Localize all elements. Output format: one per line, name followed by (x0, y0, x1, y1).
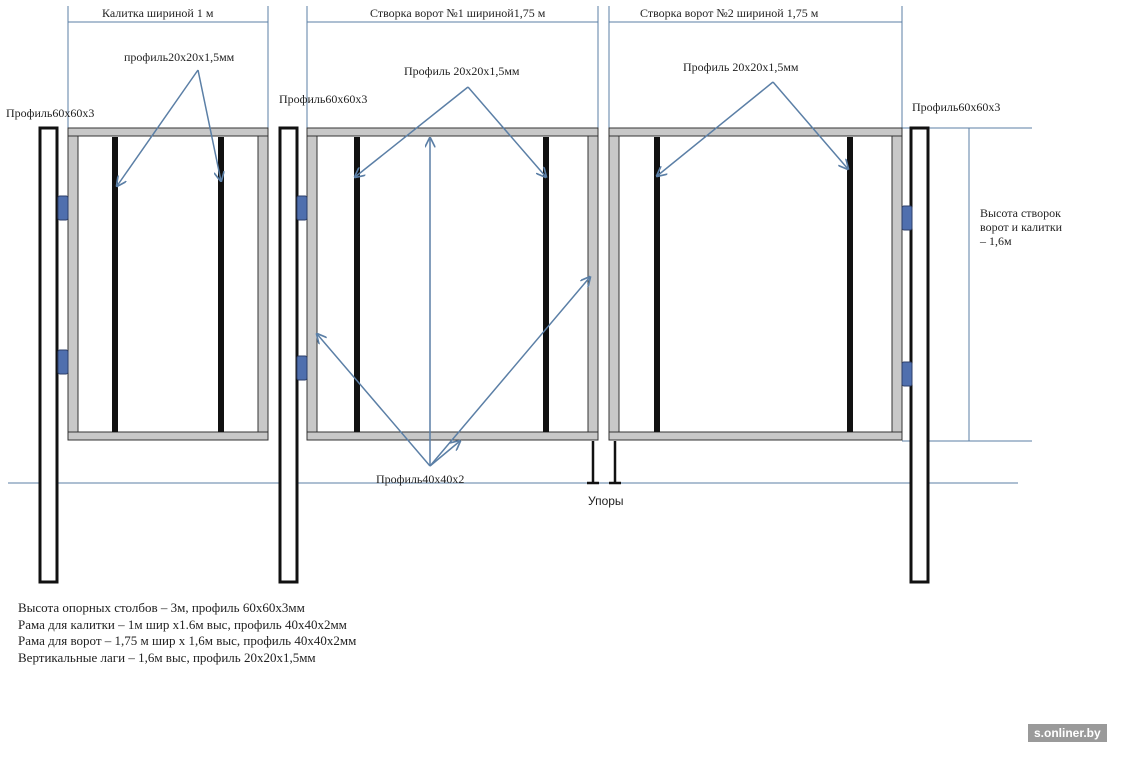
hinge-left-lower (57, 349, 69, 375)
arrows-leaf2-lags (657, 81, 848, 176)
height-label-line3: – 1,6м (979, 234, 1012, 248)
leaf1-lag-profile-label: Профиль 20х20х1,5мм (404, 64, 520, 78)
hinge-left-upper (57, 195, 69, 221)
spec-note: Высота опорных столбов – 3м, профиль 60х… (18, 600, 305, 615)
post-middle (278, 126, 299, 584)
wicket-lag-profile-label: профиль20х20х1,5мм (124, 50, 235, 64)
wicket-frame (67, 127, 269, 441)
hinge-mid-lower (296, 355, 308, 381)
spec-note: Рама для калитки – 1м шир х1.6м выс, про… (18, 616, 347, 632)
post-right (909, 126, 930, 584)
stops-label: Упоры (588, 494, 624, 508)
height-label-line1: Высота створок (980, 206, 1061, 220)
spec-notes: Высота опорных столбов – 3м, профиль 60х… (18, 600, 356, 666)
arrows-frame-profile (317, 138, 590, 467)
post-profile-mid-label: Профиль60х60х3 (279, 92, 367, 106)
hinge-mid-upper (296, 195, 308, 221)
height-label-line2: ворот и калитки (980, 220, 1063, 234)
hinge-right-lower (901, 361, 913, 387)
leaf1-lag-2 (543, 137, 549, 432)
hinges (57, 195, 913, 387)
arrows-wicket-lags (117, 69, 221, 186)
post-profile-right-label: Профиль60х60х3 (912, 100, 1000, 114)
leaf2-frame (608, 127, 903, 441)
spec-note: Рама для ворот – 1,75 м шир х 1,6м выс, … (18, 633, 357, 648)
width-dimensions (67, 6, 903, 128)
leaf1-lag-1 (354, 137, 360, 432)
post-left (38, 126, 59, 584)
hinge-right-upper (901, 205, 913, 231)
wicket-lag-2 (218, 137, 224, 432)
leaf2-lag-2 (847, 137, 853, 432)
leaf2-width-label: Створка ворот №2 шириной 1,75 м (640, 6, 819, 20)
leaf1-width-label: Створка ворот №1 шириной1,75 м (370, 6, 546, 20)
watermark: s.onliner.by (1028, 724, 1107, 742)
leaf2-lag-1 (654, 137, 660, 432)
wicket-lag-1 (112, 137, 118, 432)
wicket-width-label: Калитка шириной 1 м (102, 6, 214, 20)
leaf2-lag-profile-label: Профиль 20х20х1,5мм (683, 60, 799, 74)
frame-profile-label: Профиль40х40х2 (376, 472, 464, 486)
spec-note: Вертикальные лаги – 1,6м выс, профиль 20… (18, 649, 316, 665)
post-profile-left-label: Профиль60х60х3 (6, 106, 94, 120)
leaf1-frame (306, 127, 599, 441)
arrows-leaf1-lags (355, 86, 546, 177)
stops (587, 441, 621, 485)
